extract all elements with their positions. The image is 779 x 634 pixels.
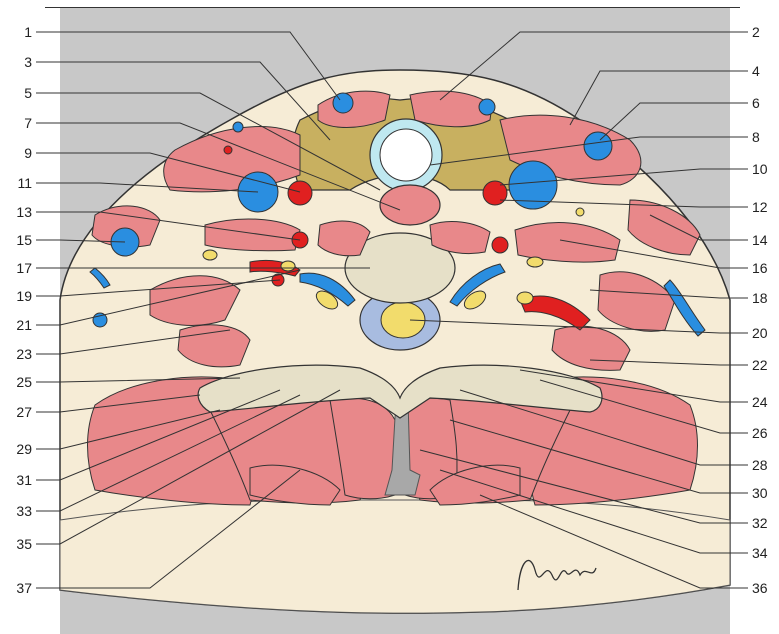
esophagus xyxy=(380,185,440,225)
label-17: 17 xyxy=(6,260,32,276)
label-30: 30 xyxy=(752,485,778,501)
label-24: 24 xyxy=(752,394,778,410)
label-36: 36 xyxy=(752,580,778,596)
label-7: 7 xyxy=(6,115,32,131)
label-22: 22 xyxy=(752,357,778,373)
label-27: 27 xyxy=(6,404,32,420)
label-20: 20 xyxy=(752,325,778,341)
label-33: 33 xyxy=(6,503,32,519)
label-14: 14 xyxy=(752,232,778,248)
label-29: 29 xyxy=(6,441,32,457)
label-16: 16 xyxy=(752,260,778,276)
label-4: 4 xyxy=(752,63,778,79)
label-11: 11 xyxy=(6,175,32,191)
label-25: 25 xyxy=(6,374,32,390)
label-6: 6 xyxy=(752,95,778,111)
carotid-left xyxy=(288,181,312,205)
label-19: 19 xyxy=(6,288,32,304)
label-37: 37 xyxy=(6,580,32,596)
label-28: 28 xyxy=(752,457,778,473)
label-5: 5 xyxy=(6,85,32,101)
label-8: 8 xyxy=(752,129,778,145)
trachea-lumen xyxy=(380,129,432,181)
label-31: 31 xyxy=(6,472,32,488)
label-13: 13 xyxy=(6,204,32,220)
label-26: 26 xyxy=(752,425,778,441)
label-2: 2 xyxy=(752,24,778,40)
label-10: 10 xyxy=(752,161,778,177)
label-35: 35 xyxy=(6,536,32,552)
label-23: 23 xyxy=(6,346,32,362)
label-34: 34 xyxy=(752,545,778,561)
label-3: 3 xyxy=(6,54,32,70)
label-15: 15 xyxy=(6,232,32,248)
label-9: 9 xyxy=(6,145,32,161)
label-12: 12 xyxy=(752,199,778,215)
label-18: 18 xyxy=(752,290,778,306)
label-32: 32 xyxy=(752,515,778,531)
label-21: 21 xyxy=(6,317,32,333)
label-1: 1 xyxy=(6,24,32,40)
